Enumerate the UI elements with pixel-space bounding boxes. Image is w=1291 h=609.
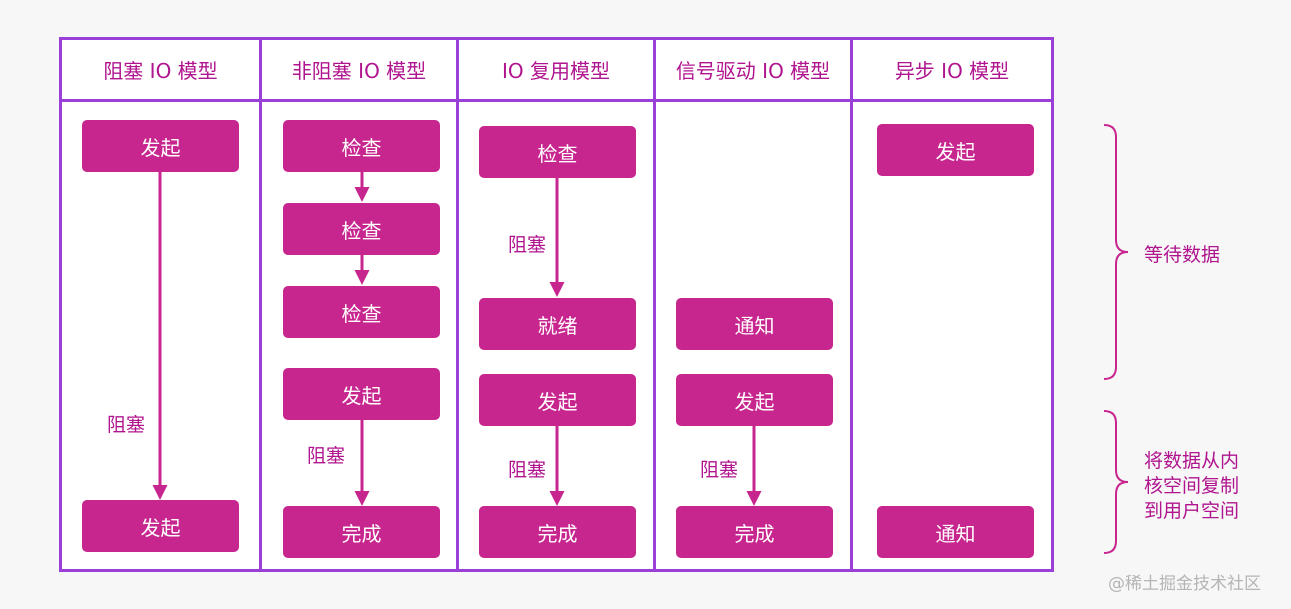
step-box-initiate: 发起 <box>676 374 833 426</box>
column-divider <box>456 37 459 572</box>
blocking-label: 阻塞 <box>107 414 146 436</box>
blocking-label: 阻塞 <box>307 445 346 467</box>
header-divider <box>59 99 1054 102</box>
brace-copy-data <box>1103 410 1129 554</box>
step-box-initiate: 发起 <box>877 124 1034 176</box>
brace-wait-data <box>1103 124 1129 380</box>
step-box-check: 检查 <box>479 126 636 178</box>
phase-label-line: 将数据从内 <box>1144 450 1240 472</box>
step-box-complete: 完成 <box>283 506 440 558</box>
step-box-check: 检查 <box>283 120 440 172</box>
header-nonblocking-io: 非阻塞 IO 模型 <box>291 59 427 83</box>
step-box-notify: 通知 <box>676 298 833 350</box>
phase-label-line: 到用户空间 <box>1144 500 1240 522</box>
phase-label-wait-data: 等待数据 <box>1144 244 1221 266</box>
blocking-label: 阻塞 <box>508 459 547 481</box>
phase-label-copy-data: 将数据从内 核空间复制 到用户空间 <box>1144 449 1239 524</box>
phase-label-line: 核空间复制 <box>1144 475 1240 497</box>
step-box-check: 检查 <box>283 203 440 255</box>
step-box-initiate: 发起 <box>479 374 636 426</box>
header-async-io: 异步 IO 模型 <box>894 59 1010 83</box>
header-signal-driven-io: 信号驱动 IO 模型 <box>675 59 831 83</box>
watermark: @稀土掘金技术社区 <box>1108 574 1261 594</box>
step-box-notify: 通知 <box>877 506 1034 558</box>
step-box-check: 检查 <box>283 286 440 338</box>
step-box-initiate: 发起 <box>82 120 239 172</box>
column-divider <box>653 37 656 572</box>
step-box-initiate: 发起 <box>82 500 239 552</box>
blocking-label: 阻塞 <box>700 459 739 481</box>
header-io-multiplexing: IO 复用模型 <box>502 59 610 83</box>
step-box-initiate: 发起 <box>283 368 440 420</box>
step-box-complete: 完成 <box>676 506 833 558</box>
column-divider <box>850 37 853 572</box>
step-box-ready: 就绪 <box>479 298 636 350</box>
blocking-label: 阻塞 <box>508 234 547 256</box>
column-divider <box>259 37 262 572</box>
header-blocking-io: 阻塞 IO 模型 <box>103 59 218 83</box>
step-box-complete: 完成 <box>479 506 636 558</box>
